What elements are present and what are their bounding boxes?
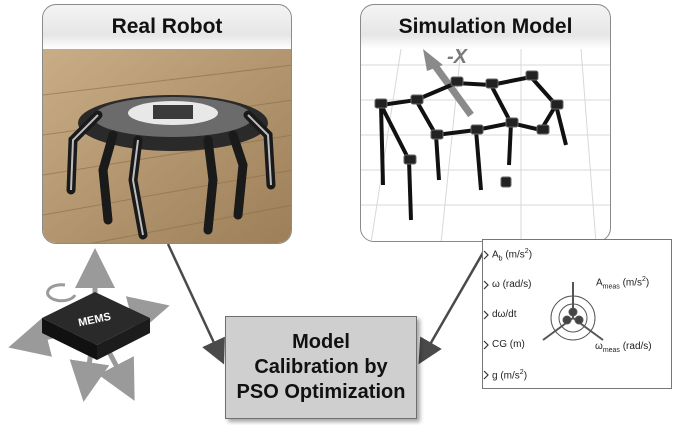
input-port-cg: CG (m)	[492, 339, 525, 350]
input-port-gravity: g (m/s2)	[492, 369, 528, 382]
block-center-icon	[542, 282, 604, 341]
real-robot-title: Real Robot	[111, 15, 223, 38]
input-port-domega: dω/dt	[492, 309, 517, 320]
real-robot-panel: Real Robot	[42, 4, 292, 244]
arrow-sim-to-calibration	[418, 243, 490, 365]
output-port-omega-meas: ωmeas (rad/s)	[595, 341, 652, 354]
simulation-model-title: Simulation Model	[398, 15, 573, 38]
input-port-accel-body: Ab (m/s2)	[492, 248, 533, 263]
x-axis-arrow	[430, 60, 474, 118]
calibration-line-1: Model	[292, 331, 350, 353]
real-robot-photo	[43, 49, 291, 243]
block-ports	[483, 250, 604, 380]
calibration-line-2: Calibration by	[254, 356, 388, 378]
calibration-line-3: PSO Optimization	[236, 381, 406, 403]
simulation-skeleton	[379, 75, 568, 221]
calibration-box: Model Calibration by PSO Optimization	[225, 316, 417, 419]
simulation-model-panel: Simulation Model -X	[360, 4, 611, 242]
hexapod-robot	[66, 95, 276, 240]
x-axis-label: -X	[447, 46, 469, 68]
input-port-omega: ω (rad/s)	[492, 279, 532, 290]
output-port-accel-meas: Ameas (m/s2)	[596, 276, 650, 291]
arrow-real-to-calibration	[166, 243, 225, 365]
simulation-block: Ab (m/s2) ω (rad/s) dω/dt CG (m) g (m/s2…	[482, 239, 672, 389]
simulation-robot-render: -X	[361, 46, 610, 241]
